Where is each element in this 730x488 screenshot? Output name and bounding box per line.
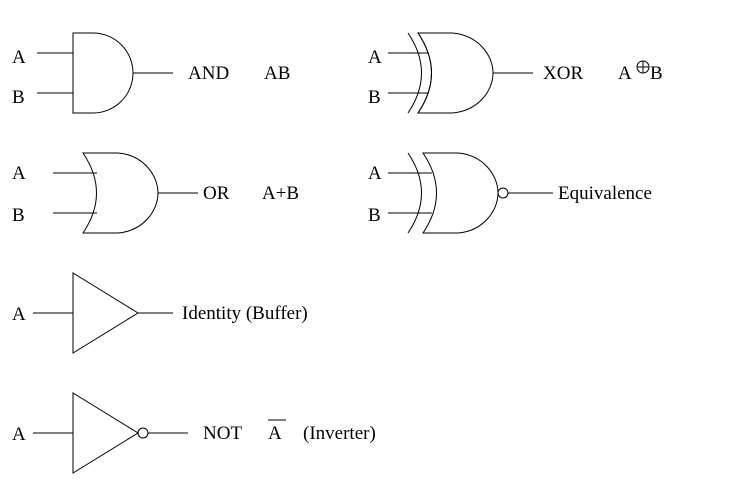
xor-input-b-label: B [368,87,381,108]
xnor-inversion-bubble [497,187,509,199]
not-gate: A NOT A (Inverter) [12,392,376,474]
or-input-a-label: A [12,163,26,184]
not-expression: A [268,423,282,444]
and-gate-name: AND [188,63,229,84]
or-gate: A B OR A+B [12,152,299,234]
xor-input-a-label: A [368,47,382,68]
circled-plus-icon [636,60,650,74]
or-gate-name: OR [203,183,230,204]
xnor-extra-arc [407,152,422,234]
xnor-gate-body [422,152,499,234]
and-gate-body [72,32,134,114]
xnor-gate: A B Equivalence [368,152,652,234]
not-inversion-bubble [137,427,149,439]
and-input-b-label: B [12,87,25,108]
xor-gate: A B XOR A B [368,32,663,114]
xor-gate-name: XOR [543,63,583,84]
xor-extra-arc-2 [417,32,432,114]
xor-extra-arc [407,32,422,114]
and-input-a-label: A [12,47,26,68]
or-input-b-label: B [12,205,25,226]
not-gate-note: (Inverter) [303,423,376,444]
buffer-gate: A Identity (Buffer) [12,272,308,354]
buffer-input-label: A [12,304,26,325]
or-gate-body [82,152,159,234]
not-input-label: A [12,424,26,445]
or-expression: A+B [262,183,299,204]
not-gate-name: NOT [203,423,242,444]
buffer-gate-body [72,272,139,354]
and-gate: A B AND AB [12,32,290,114]
xor-expression-left: A [618,63,632,84]
xnor-input-b-label: B [368,205,381,226]
not-gate-body [72,392,139,474]
xor-expression-right: B [650,63,663,84]
xnor-gate-name: Equivalence [558,183,652,204]
xor-gate-body [417,32,494,114]
and-expression: AB [264,63,290,84]
xnor-input-a-label: A [368,163,382,184]
buffer-gate-name: Identity (Buffer) [182,303,308,324]
